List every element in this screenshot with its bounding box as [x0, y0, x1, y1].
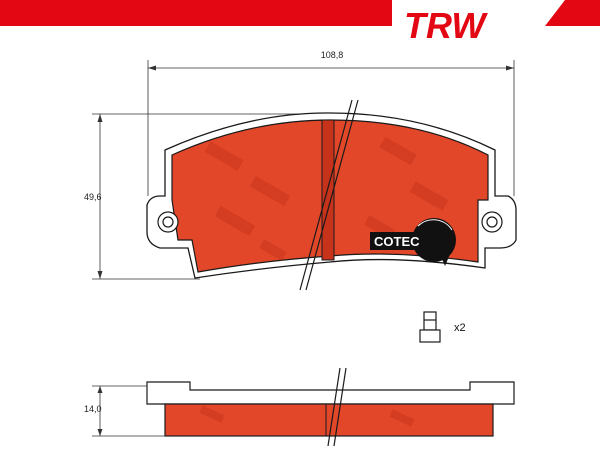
thickness-dimension	[92, 385, 165, 437]
height-arrow-bottom	[97, 271, 103, 279]
brand-logo: TRW	[404, 5, 488, 46]
break-lines	[299, 99, 359, 291]
cotec-label-bg	[370, 232, 438, 250]
thickness-label: 14,0	[84, 404, 102, 414]
hole-inner	[162, 216, 174, 228]
watermark-mark	[214, 205, 256, 237]
brand-banner-left	[0, 0, 392, 26]
side-backing-plate	[146, 381, 515, 405]
cotec-pointer	[440, 254, 450, 266]
side-break-lines	[327, 367, 347, 447]
brake-pad-front	[146, 99, 517, 291]
width-arrow-left	[148, 65, 156, 71]
break-line	[305, 99, 359, 291]
watermark-mark	[389, 409, 415, 427]
watermark-mark	[259, 239, 287, 261]
break-line	[299, 99, 353, 291]
break-line	[333, 367, 347, 447]
watermark-mark	[249, 175, 291, 207]
wear-slot	[321, 119, 335, 261]
mounting-hole-right	[481, 211, 503, 233]
mounting-hole-left	[157, 211, 179, 233]
side-friction-material	[164, 403, 494, 437]
height-label: 49,6	[84, 192, 102, 202]
watermark-mark	[204, 141, 244, 171]
pin-shaft	[423, 311, 437, 331]
hole-inner	[486, 216, 498, 228]
width-dimension	[147, 60, 515, 196]
cotec-badge: COTEC	[370, 218, 456, 266]
watermark-mark	[199, 405, 225, 423]
side-watermark	[199, 405, 415, 427]
accessory-pin	[419, 311, 441, 343]
pin-head	[419, 329, 441, 343]
brand-banner-right	[545, 0, 600, 26]
cotec-arc	[417, 219, 453, 231]
width-arrow-right	[506, 65, 514, 71]
break-line	[327, 367, 341, 447]
thickness-arrow-bottom	[97, 429, 103, 436]
height-dimension	[92, 113, 330, 280]
brake-pad-side	[146, 367, 515, 447]
height-arrow-top	[97, 114, 103, 122]
watermark-mark	[409, 181, 449, 211]
cotec-label: COTEC	[374, 234, 420, 249]
thickness-arrow-top	[97, 386, 103, 393]
width-label: 108,8	[321, 50, 344, 60]
accessory-quantity: x2	[454, 322, 466, 334]
brand-header: TRW	[0, 0, 600, 46]
watermark-mark	[379, 136, 417, 166]
